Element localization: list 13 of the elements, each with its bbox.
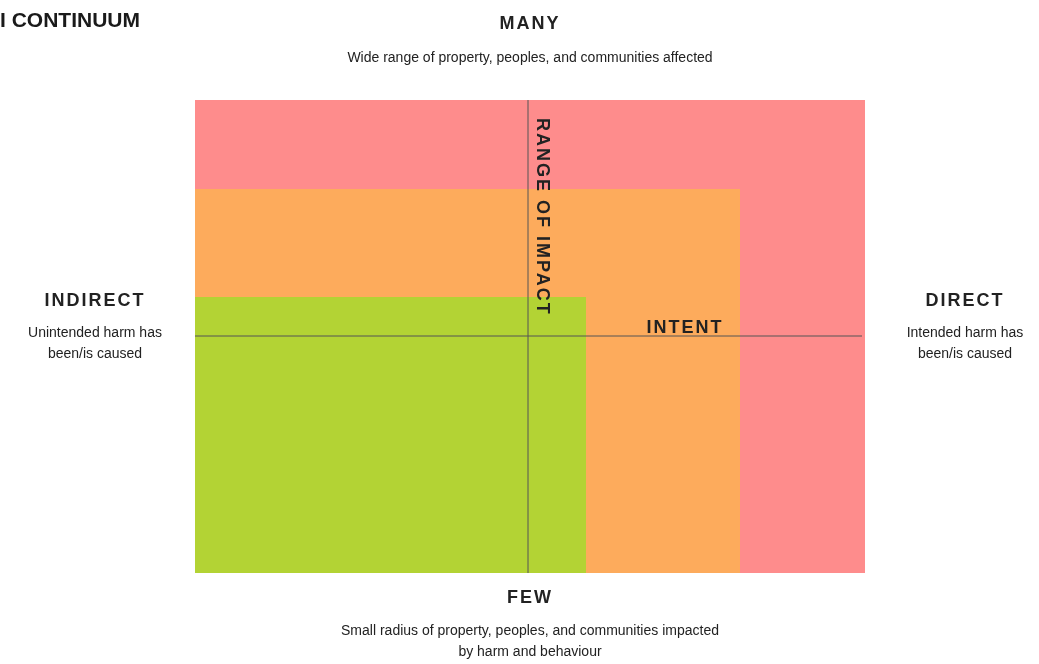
axis-title: RANGE OF IMPACT: [532, 118, 554, 316]
heading-label: MANY: [498, 12, 562, 35]
heading-label: DIRECT: [924, 289, 1006, 312]
description-text: Intended harm has been/is caused: [905, 323, 1025, 363]
heading-label: INDIRECT: [43, 289, 147, 312]
description-text: Small radius of property, peoples, and communities impacted by harm and behaviour: [340, 621, 720, 661]
description-text: Wide range of property, peoples, and communities affected: [346, 48, 714, 67]
heading-label: INTENT: [645, 316, 725, 339]
zone-rectangle: [195, 100, 865, 573]
title: I CONTINUUM: [0, 8, 140, 32]
description-text: Unintended harm has been/is caused: [27, 323, 163, 363]
zone-rectangle: [195, 189, 740, 573]
heading-label: FEW: [506, 586, 554, 609]
